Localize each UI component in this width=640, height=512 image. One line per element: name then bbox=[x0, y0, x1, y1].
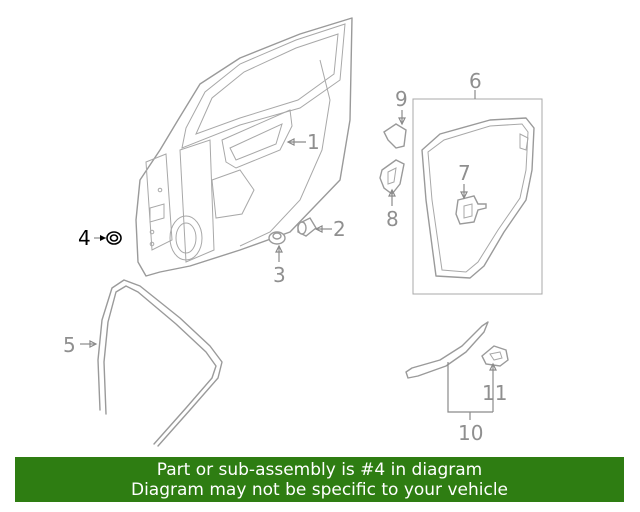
rear-door-shell-part bbox=[135, 17, 353, 277]
callout-5: 5 bbox=[63, 333, 76, 357]
grommet-part bbox=[268, 231, 286, 245]
cap-part bbox=[383, 123, 407, 149]
window-channel-part bbox=[97, 279, 223, 447]
bumper-part bbox=[297, 217, 317, 237]
callout-1: 1 bbox=[307, 130, 320, 154]
callout-11: 11 bbox=[482, 381, 507, 405]
clip-part bbox=[455, 195, 487, 225]
belt-molding-part bbox=[405, 321, 489, 379]
callout-6: 6 bbox=[469, 69, 482, 93]
leader-lines bbox=[80, 90, 497, 420]
parts-diagram: 1 2 3 4 5 6 7 8 9 10 11 bbox=[63, 17, 543, 447]
part-info-banner: Part or sub-assembly is #4 in diagram Di… bbox=[15, 457, 624, 502]
callout-2: 2 bbox=[333, 217, 346, 241]
callout-3: 3 bbox=[273, 263, 286, 287]
plug-part-highlighted bbox=[106, 231, 122, 245]
callout-7: 7 bbox=[458, 161, 471, 185]
callout-8: 8 bbox=[386, 207, 399, 231]
callout-10: 10 bbox=[458, 421, 483, 445]
weatherstrip-part bbox=[412, 98, 543, 295]
callout-9: 9 bbox=[395, 87, 408, 111]
end-cap-part bbox=[481, 345, 509, 367]
banner-line-1: Part or sub-assembly is #4 in diagram bbox=[156, 460, 483, 480]
callout-4: 4 bbox=[78, 226, 91, 250]
banner-line-2: Diagram may not be specific to your vehi… bbox=[130, 480, 508, 500]
bracket-part bbox=[379, 159, 405, 195]
